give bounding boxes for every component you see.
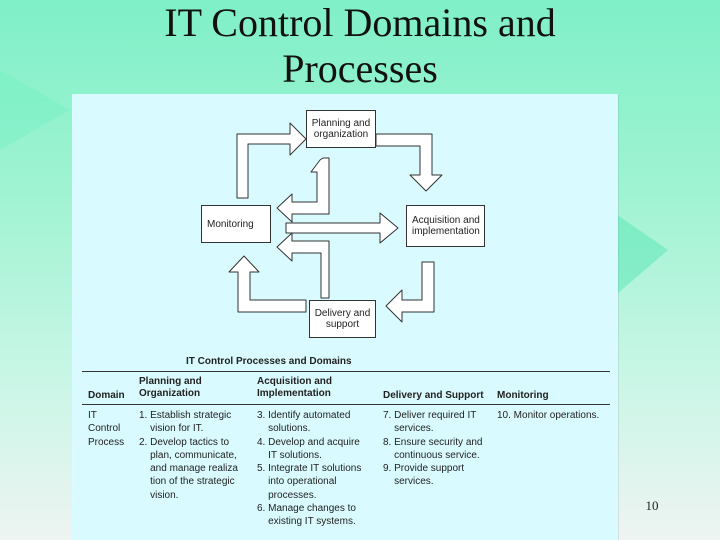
slide-title-line2: Processes	[282, 46, 438, 91]
arrow-acquisition-to-delivery	[385, 261, 435, 323]
node-acquisition-line1: Acquisition and	[412, 215, 480, 226]
header-acquisition-line1: Acquisition and	[257, 376, 332, 387]
header-monitoring: Monitoring	[497, 390, 549, 402]
page-number: 10	[645, 498, 659, 513]
header-acquisition: Acquisition and Implementation	[257, 376, 332, 400]
slide-title-line1: IT Control Domains and	[164, 0, 556, 45]
node-monitoring: Monitoring	[201, 205, 271, 243]
header-domain-label: Domain	[88, 390, 125, 401]
header-planning: Planning and Organization	[139, 376, 202, 400]
header-acquisition-line2: Implementation	[257, 388, 331, 399]
node-planning-line1: Planning and	[311, 118, 371, 129]
table-rule-header	[82, 404, 610, 405]
node-planning-line2: organization	[313, 129, 369, 140]
node-monitoring-line1: Monitoring	[207, 218, 254, 230]
cell-delivery: 7. Deliver required IT services. 8. Ensu…	[383, 410, 483, 488]
node-planning: Planning and organization	[306, 110, 376, 148]
header-domain: Domain	[88, 390, 125, 402]
cell-monitoring: 10. Monitor operations.	[497, 410, 600, 421]
header-delivery-label: Delivery and Support	[383, 390, 484, 401]
arrow-delivery-to-monitoring	[228, 255, 307, 313]
header-planning-line1: Planning and	[139, 376, 202, 387]
arrow-monitoring-to-planning	[236, 122, 307, 199]
cell-acquisition: 3. Identify automated solutions. 4. Deve…	[257, 410, 362, 528]
header-planning-line2: Organization	[139, 388, 201, 399]
arrow-to-acquisition	[285, 212, 399, 244]
arrow-planning-to-monitoring	[276, 157, 330, 223]
slide-title: IT Control Domains and Processes	[0, 0, 720, 92]
node-delivery-line2: support	[325, 319, 360, 330]
arrow-planning-to-acquisition	[375, 133, 443, 192]
header-delivery: Delivery and Support	[383, 390, 484, 402]
header-monitoring-label: Monitoring	[497, 390, 549, 401]
cell-domain: IT Control Process	[88, 410, 125, 448]
node-acquisition: Acquisition and implementation	[406, 205, 485, 247]
cell-planning: 1. Establish strategic vision for IT. 2.…	[139, 410, 238, 501]
node-delivery: Delivery and support	[309, 300, 376, 338]
table-caption: IT Control Processes and Domains	[186, 356, 352, 367]
node-acquisition-line2: implementation	[412, 226, 480, 237]
arrow-delivery-to-monitoring-center	[276, 232, 330, 299]
table-rule-top	[82, 371, 610, 372]
node-delivery-line1: Delivery and	[314, 308, 371, 319]
